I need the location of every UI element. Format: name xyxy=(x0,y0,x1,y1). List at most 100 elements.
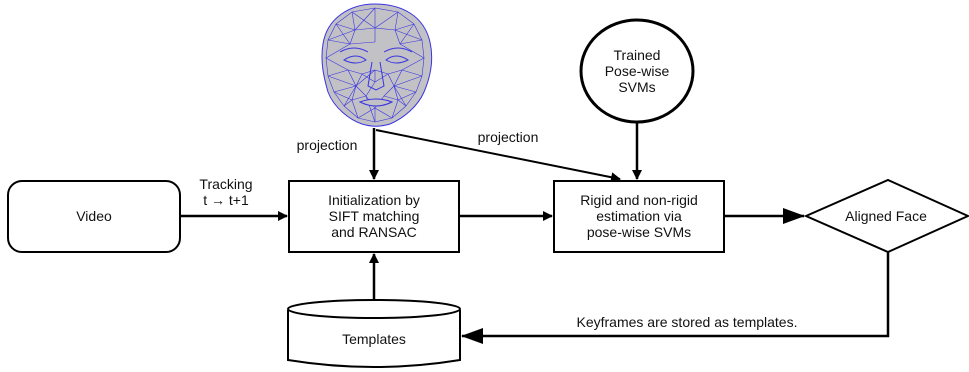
mesh-edge xyxy=(333,91,353,101)
mesh-edge xyxy=(413,23,423,41)
mesh-edge xyxy=(327,39,351,45)
rigid-estimation-label: Rigid and non-rigid estimation via pose-… xyxy=(580,192,698,240)
rigid-estimation-label-line1: Rigid and non-rigid xyxy=(580,192,698,208)
face-mesh-icon xyxy=(321,3,433,127)
trained-svm-label-line1: Trained xyxy=(613,47,661,63)
mesh-edge xyxy=(374,27,396,31)
mesh-edge xyxy=(391,99,399,119)
mesh-edge xyxy=(343,85,357,107)
mesh-edge xyxy=(327,75,335,93)
mesh-edge xyxy=(361,69,376,75)
mesh-edge xyxy=(351,7,376,13)
keyframes-label: Keyframes are stored as templates. xyxy=(576,314,798,330)
tracking-label: Tracking t → t+1 xyxy=(199,176,252,208)
edge-aligned-templates xyxy=(461,252,890,344)
templates-label: Templates xyxy=(342,331,406,347)
mesh-edge xyxy=(335,23,351,45)
mesh-edge xyxy=(399,39,423,45)
mesh-edge xyxy=(355,85,367,97)
mesh-edge xyxy=(397,99,407,107)
mesh-edge xyxy=(351,11,376,29)
mesh-edge xyxy=(397,11,415,25)
mesh-edge xyxy=(387,73,395,87)
mesh-edge xyxy=(415,75,423,93)
mesh-edge xyxy=(355,69,376,87)
mesh-edge xyxy=(335,23,356,31)
mesh-edge xyxy=(325,57,329,77)
mesh-edge xyxy=(374,73,389,83)
mesh-edge xyxy=(387,69,403,75)
initialization-label-line3: and RANSAC xyxy=(331,224,417,240)
mesh-edge xyxy=(349,41,376,45)
mesh-edge xyxy=(374,11,399,29)
mesh-edge xyxy=(393,85,417,93)
trained-svm-label: Trained Pose-wise SVMs xyxy=(605,47,670,95)
edge-face-rigid xyxy=(375,129,621,183)
mesh-edge xyxy=(393,85,399,101)
tracking-label-line1: Tracking xyxy=(199,176,253,192)
mesh-edge xyxy=(405,91,417,107)
trained-svm-label-line3: SVMs xyxy=(618,79,656,95)
aligned-face-node xyxy=(803,178,969,254)
mesh-edge xyxy=(335,11,353,25)
mesh-edge xyxy=(399,43,425,59)
trained-svm-label-line2: Pose-wise xyxy=(604,63,670,79)
mesh-edge xyxy=(421,57,425,77)
tracking-label-line2: t → t+1 xyxy=(203,192,249,208)
mesh-edge xyxy=(391,105,407,119)
mesh-edge xyxy=(401,57,425,71)
mesh-edge xyxy=(325,57,349,71)
projection-left-label: projection xyxy=(296,137,358,153)
mesh-edge xyxy=(394,23,415,31)
mesh-edge xyxy=(327,29,356,41)
mesh-edge xyxy=(365,81,376,97)
aligned-face-label: Aligned Face xyxy=(845,208,927,224)
mesh-edge xyxy=(333,91,345,107)
templates-node xyxy=(287,299,461,368)
mesh-edge xyxy=(397,91,417,101)
mesh-edge xyxy=(327,23,337,41)
mesh-edge xyxy=(351,11,356,31)
mesh-edge xyxy=(383,95,399,101)
mesh-edge xyxy=(374,117,393,123)
mesh-edge xyxy=(351,85,357,101)
mesh-edge xyxy=(343,105,359,119)
mesh-edge xyxy=(394,29,423,41)
mesh-edge xyxy=(357,107,376,119)
mesh-edge xyxy=(354,7,376,31)
mesh-edge xyxy=(393,85,407,107)
mesh-edge xyxy=(399,23,415,45)
mesh-edge xyxy=(354,27,376,31)
mesh-edge xyxy=(393,75,423,87)
projection-right-label: projection xyxy=(477,129,539,145)
initialization-label-line1: Initialization by xyxy=(328,192,420,208)
mesh-edge xyxy=(393,69,403,87)
rigid-estimation-label-line3: pose-wise SVMs xyxy=(586,224,692,240)
mesh-edge xyxy=(374,107,393,119)
mesh-edge xyxy=(361,73,376,83)
mesh-edge xyxy=(347,69,363,75)
mesh-edge xyxy=(374,7,399,13)
mesh-edge xyxy=(333,85,357,93)
mesh-edge xyxy=(347,69,357,87)
mesh-edge xyxy=(349,29,356,45)
mesh-edge xyxy=(327,69,349,77)
mesh-edge xyxy=(394,11,399,31)
mesh-edge xyxy=(394,29,401,45)
mesh-edge xyxy=(357,117,376,123)
mesh-edge xyxy=(355,73,363,87)
mesh-edge xyxy=(401,69,423,77)
mesh-edge xyxy=(343,99,353,107)
initialization-label: Initialization by SIFT matching and RANS… xyxy=(328,192,420,240)
mesh-edge xyxy=(351,95,367,101)
mesh-edge xyxy=(383,85,395,97)
mesh-edge xyxy=(351,99,359,119)
video-label: Video xyxy=(76,208,112,224)
initialization-label-line2: SIFT matching xyxy=(328,208,420,224)
mesh-edge xyxy=(325,43,351,59)
mesh-edge xyxy=(421,39,425,59)
mesh-edge xyxy=(327,75,357,87)
rigid-estimation-label-line2: estimation via xyxy=(596,208,682,224)
mesh-edge xyxy=(325,39,329,59)
